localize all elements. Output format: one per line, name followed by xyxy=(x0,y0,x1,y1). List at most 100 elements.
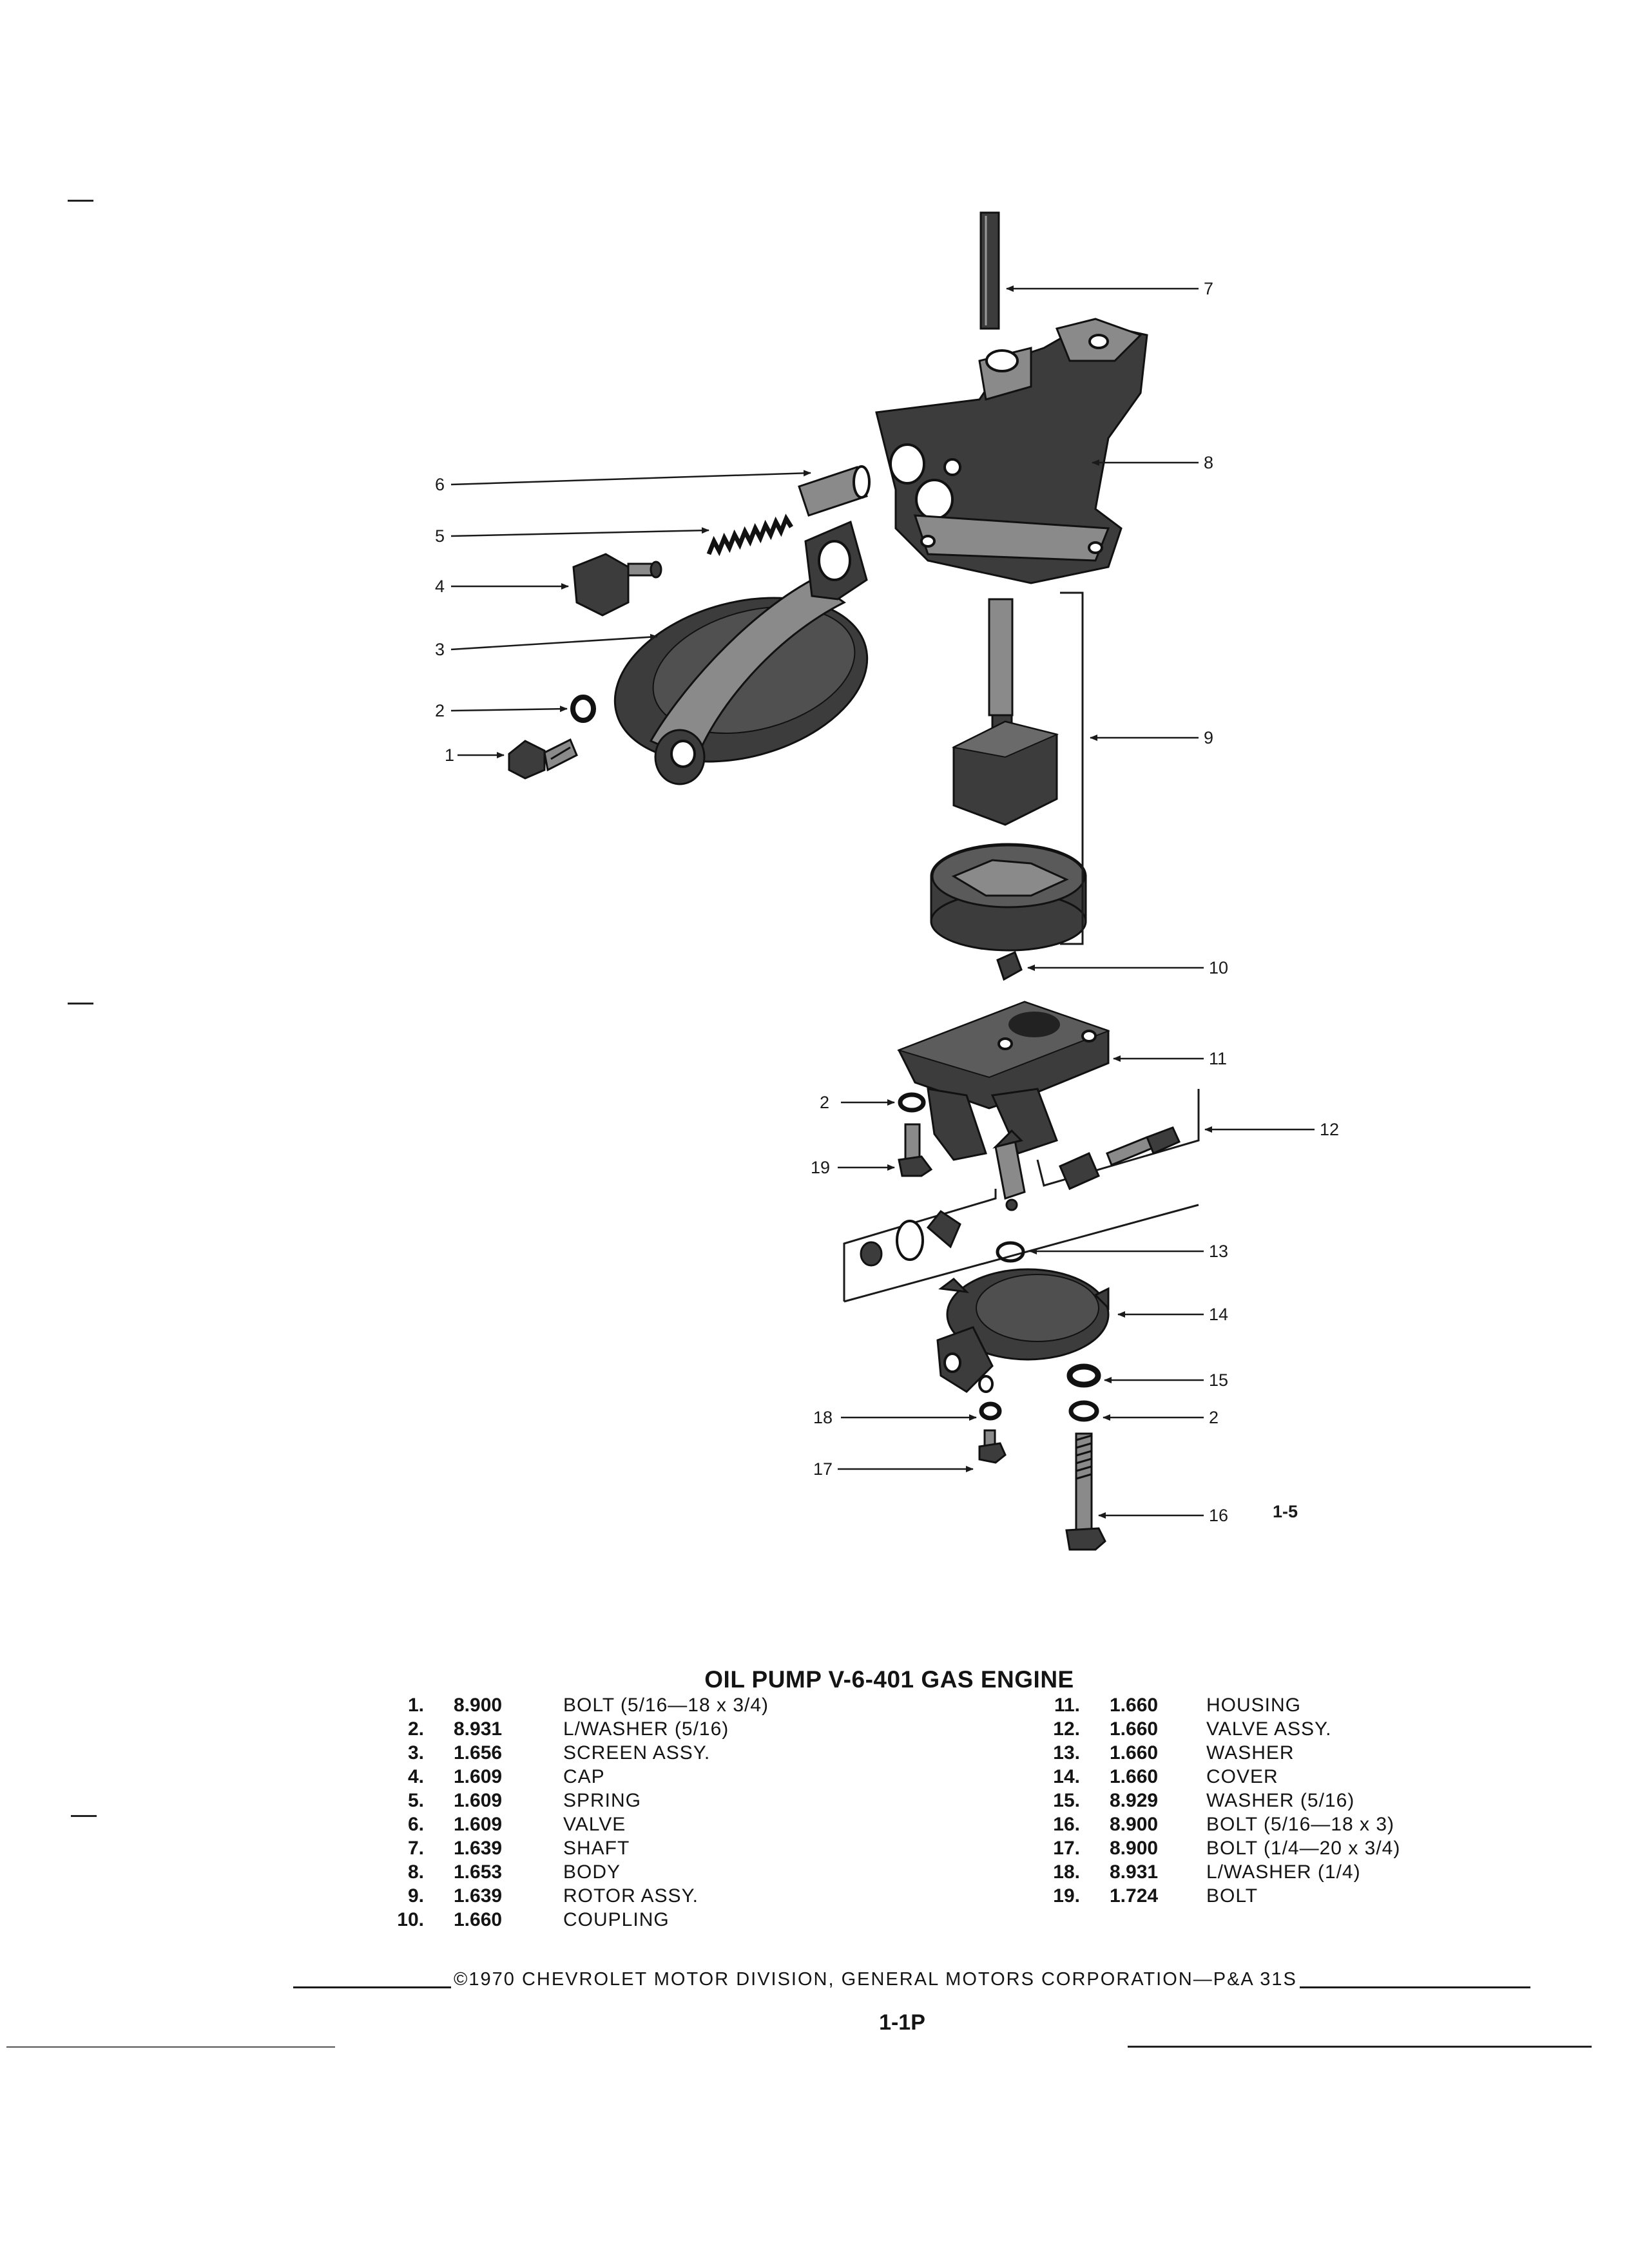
part-description: COUPLING xyxy=(563,1909,670,1930)
group-number: 8.931 xyxy=(1110,1861,1159,1883)
item-number: 7. xyxy=(407,1838,424,1859)
washer-part-15 xyxy=(1066,1363,1101,1388)
figure-reference: 1-5 xyxy=(1273,1502,1298,1521)
callout-2-upper: 2 xyxy=(820,1093,829,1112)
list-item: 10. 1.660 COUPLING xyxy=(387,1908,769,1932)
group-number: 8.900 xyxy=(454,1695,503,1716)
list-item: 6. 1.609 VALVE xyxy=(387,1812,769,1836)
group-number: 1.609 xyxy=(454,1790,503,1811)
item-number: 14. xyxy=(1053,1766,1080,1787)
callout-15: 15 xyxy=(1209,1370,1228,1390)
callout-19: 19 xyxy=(811,1158,830,1177)
item-number: 5. xyxy=(407,1790,424,1811)
callout-10: 10 xyxy=(1209,958,1228,977)
group-number: 1.653 xyxy=(454,1861,503,1883)
group-number: 1.609 xyxy=(454,1766,503,1787)
cap-part-4 xyxy=(572,553,662,617)
part-description: BOLT xyxy=(1206,1885,1258,1907)
part-description: L/WASHER (5/16) xyxy=(563,1718,729,1740)
lock-washer-part-2-lower xyxy=(1068,1400,1099,1422)
callout-9: 9 xyxy=(1204,728,1213,747)
item-number: 9. xyxy=(407,1885,424,1907)
item-number: 16. xyxy=(1053,1814,1080,1835)
item-number: 18. xyxy=(1053,1861,1080,1883)
part-description: BOLT (1/4—20 x 3/4) xyxy=(1206,1838,1401,1859)
coupling-part-10 xyxy=(996,950,1023,981)
rule-left xyxy=(293,1986,451,1988)
group-number: 1.660 xyxy=(454,1909,503,1930)
bolt-part-16 xyxy=(1065,1432,1106,1551)
list-item: 18. 8.931 L/WASHER (1/4) xyxy=(1044,1860,1400,1884)
group-number: 1.609 xyxy=(454,1814,503,1835)
group-number: 1.639 xyxy=(454,1838,503,1859)
callout-labels: 7 8 6 5 4 3 2 1 9 10 11 2 12 19 13 14 15… xyxy=(435,279,1339,1525)
bolt-part-1 xyxy=(508,738,578,780)
callout-17: 17 xyxy=(813,1459,833,1479)
group-number: 1.656 xyxy=(454,1742,503,1763)
group-number: 8.900 xyxy=(1110,1814,1159,1835)
item-number: 4. xyxy=(407,1766,424,1787)
page-title: OIL PUMP V-6-401 GAS ENGINE xyxy=(704,1666,1074,1693)
group-number: 1.724 xyxy=(1110,1885,1159,1907)
part-description: HOUSING xyxy=(1206,1695,1302,1716)
part-description: VALVE ASSY. xyxy=(1206,1718,1332,1740)
callout-8: 8 xyxy=(1204,453,1213,472)
screen-assy-part-3 xyxy=(613,520,869,785)
callout-3: 3 xyxy=(435,640,445,659)
part-description: BODY xyxy=(563,1861,621,1883)
part-description: SPRING xyxy=(563,1790,642,1811)
callout-13: 13 xyxy=(1209,1242,1228,1261)
callout-4: 4 xyxy=(435,577,445,596)
leader-lines xyxy=(450,285,1315,1519)
group-number: 1.660 xyxy=(1110,1766,1159,1787)
callout-12: 12 xyxy=(1320,1120,1339,1139)
callout-16: 16 xyxy=(1209,1506,1228,1525)
part-description: ROTOR ASSY. xyxy=(563,1885,699,1907)
group-number: 1.660 xyxy=(1110,1695,1159,1716)
callout-14: 14 xyxy=(1209,1305,1228,1324)
bottom-rule-left xyxy=(6,2046,335,2048)
margin-mark-3 xyxy=(71,1815,97,1817)
housing-part-11 xyxy=(896,1001,1110,1161)
bolt-part-17 xyxy=(978,1429,1007,1464)
valve-part-6 xyxy=(798,465,871,517)
callout-2-lower: 2 xyxy=(1209,1408,1219,1427)
rule-right xyxy=(1299,1986,1530,1988)
item-number: 12. xyxy=(1053,1718,1080,1740)
group-number: 8.929 xyxy=(1110,1790,1159,1811)
item-number: 2. xyxy=(407,1718,424,1740)
valve-assy-part-12 xyxy=(843,1089,1200,1303)
bolt-part-19 xyxy=(898,1123,933,1177)
group-number: 8.900 xyxy=(1110,1838,1159,1859)
exploded-diagram: 7 8 6 5 4 3 2 1 9 10 11 2 12 19 13 14 15… xyxy=(435,211,1339,1551)
item-number: 11. xyxy=(1054,1695,1080,1716)
part-description: VALVE xyxy=(563,1814,626,1835)
shaft-part-7 xyxy=(979,211,1000,330)
part-description: BOLT (5/16—18 x 3) xyxy=(1206,1814,1395,1835)
pump-body-part-8 xyxy=(875,318,1148,584)
washer-part-13 xyxy=(996,1241,1025,1263)
item-number: 10. xyxy=(397,1909,424,1930)
item-number: 6. xyxy=(407,1814,424,1835)
rotor-assy-part-9 xyxy=(930,598,1087,952)
list-item: 16. 8.900 BOLT (5/16—18 x 3) xyxy=(1044,1812,1400,1836)
part-description: L/WASHER (1/4) xyxy=(1206,1861,1361,1883)
lock-washer-part-18 xyxy=(979,1401,1002,1421)
callout-1: 1 xyxy=(445,745,454,765)
callout-2: 2 xyxy=(435,701,445,720)
list-item: 11. 1.660 HOUSING xyxy=(1044,1693,1400,1717)
item-number: 3. xyxy=(407,1742,424,1763)
spring-part-5 xyxy=(706,514,793,557)
list-item: 5. 1.609 SPRING xyxy=(387,1789,769,1812)
callout-6: 6 xyxy=(435,475,445,494)
